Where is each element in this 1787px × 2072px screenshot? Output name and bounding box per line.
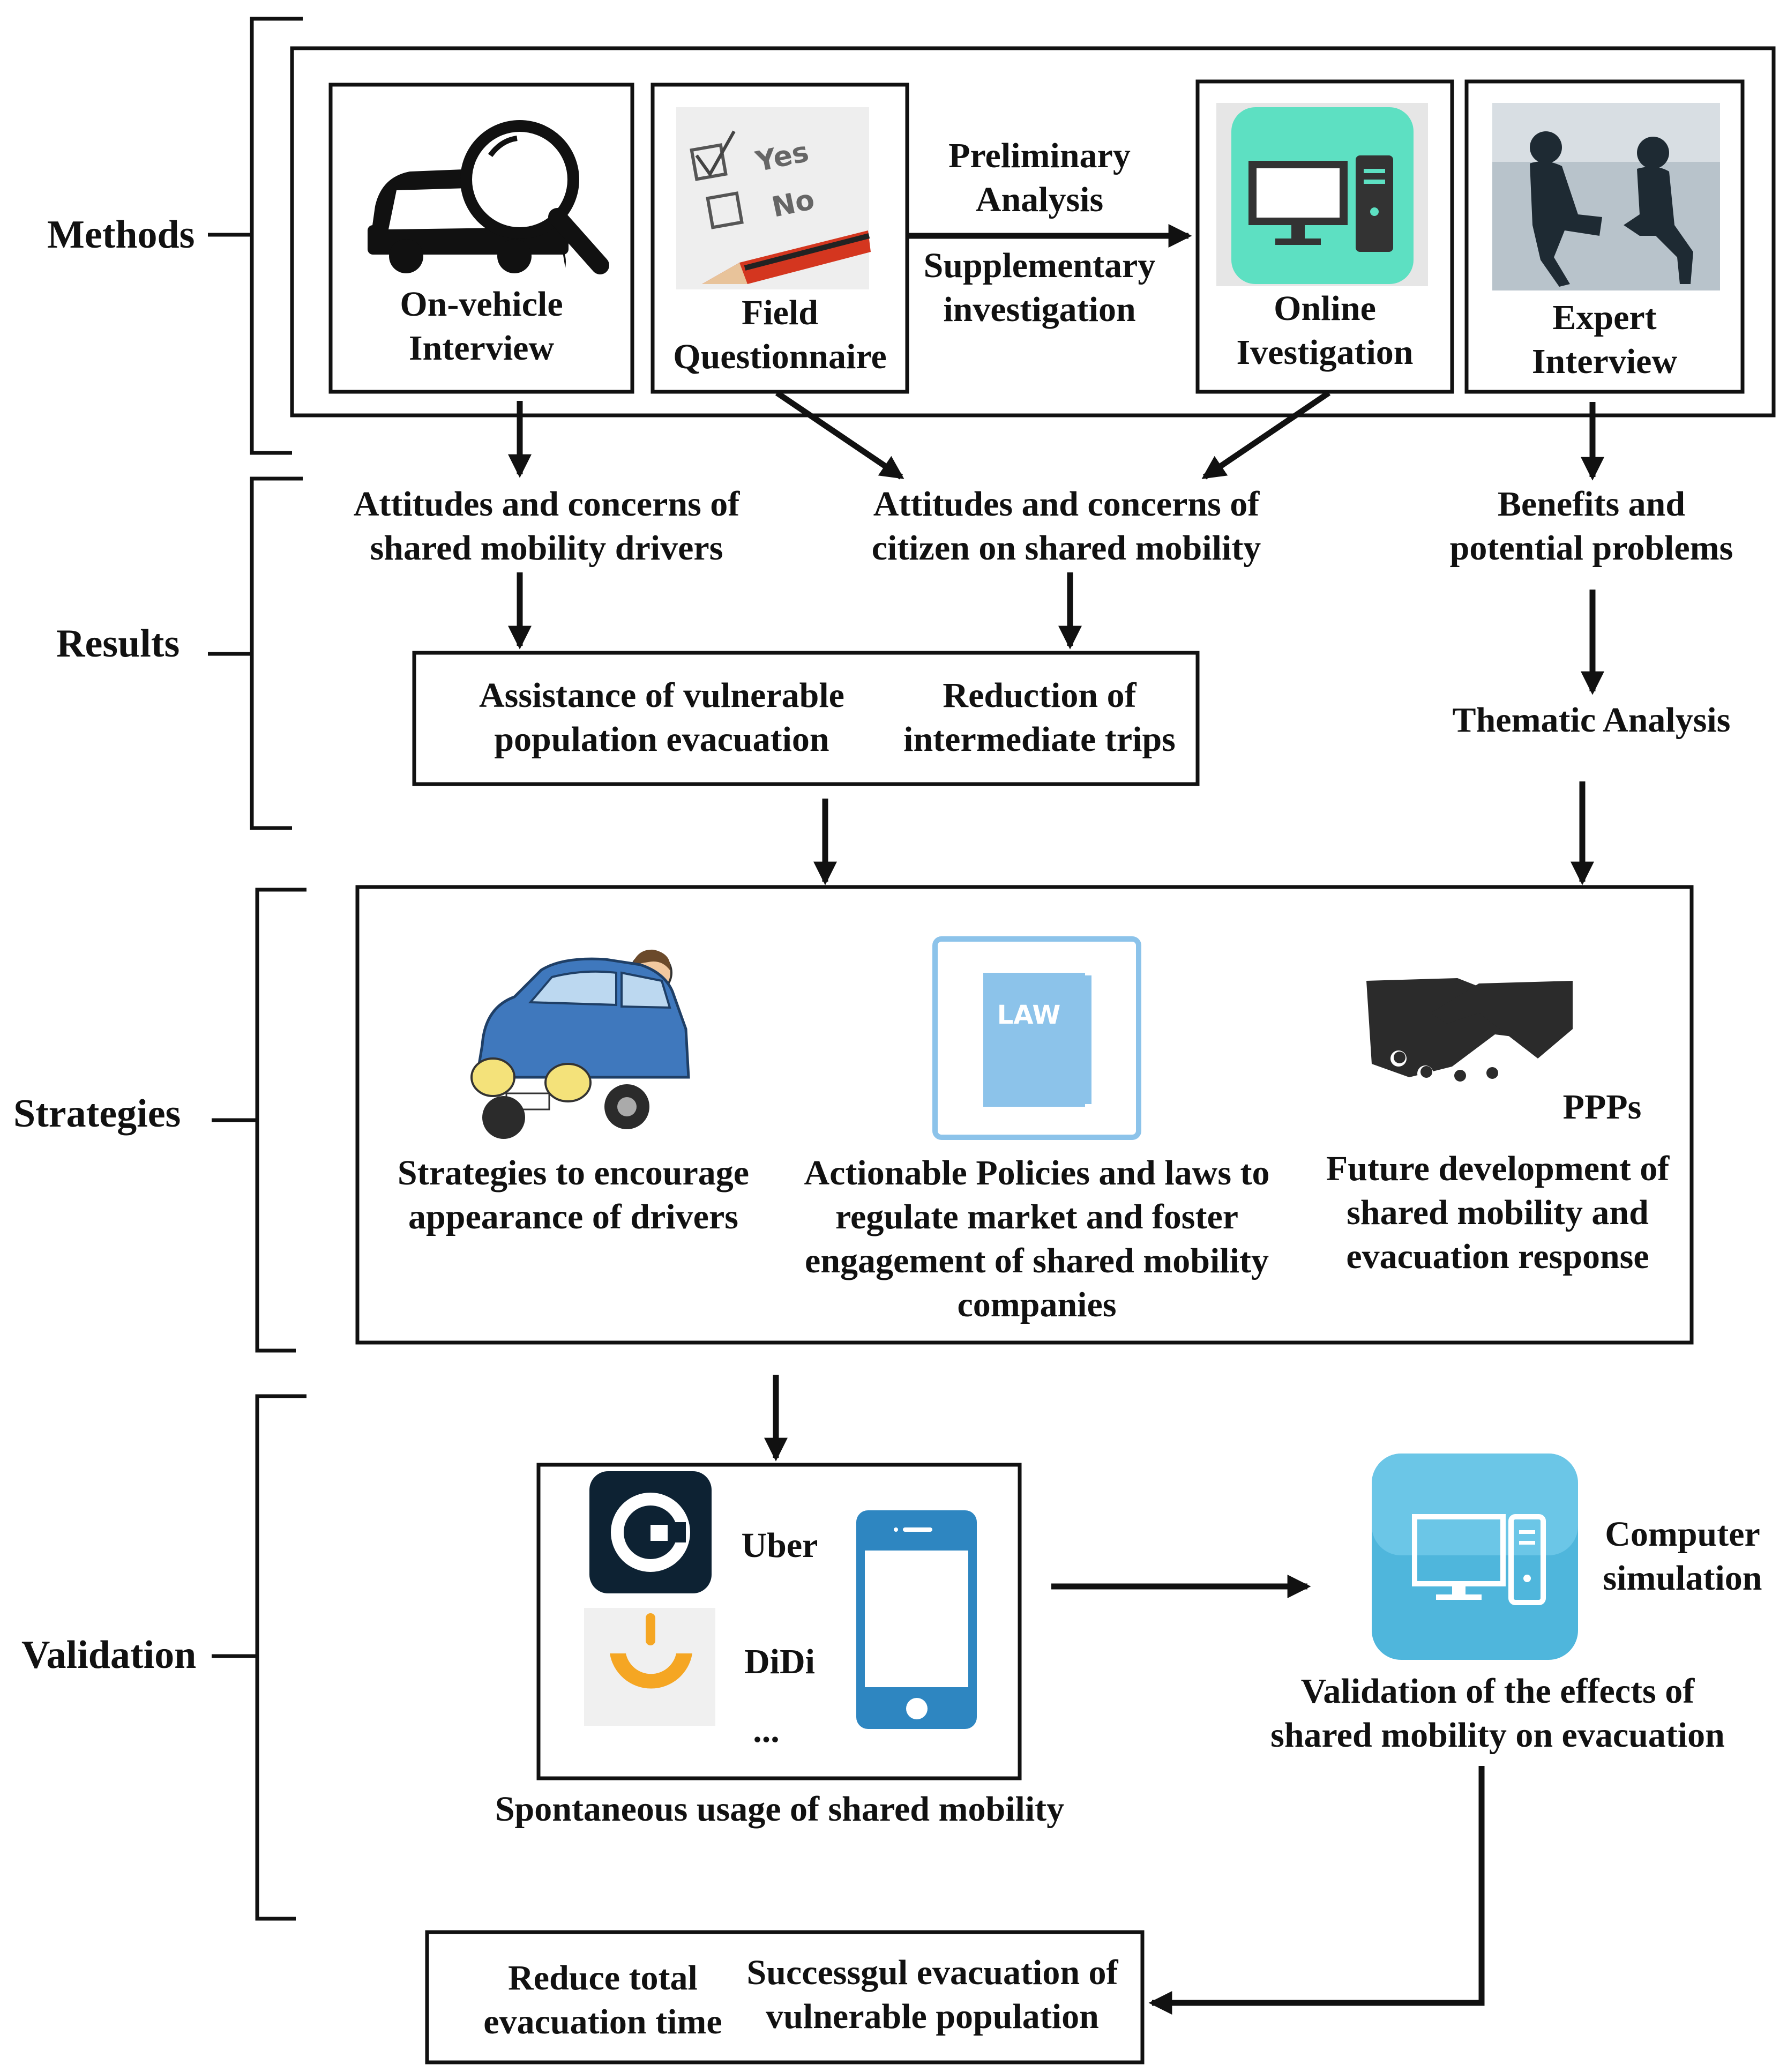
section-brackets — [208, 17, 306, 1921]
car-search-icon — [368, 120, 609, 274]
final-box — [425, 1930, 1145, 2064]
strategies-box — [355, 885, 1694, 1345]
validation-bracket — [255, 1394, 306, 1921]
strategies-bracket — [255, 888, 306, 1353]
results-section-title: Results — [56, 622, 180, 666]
on-vehicle-box — [328, 83, 634, 394]
methods-bracket — [250, 17, 303, 455]
expert-box — [1464, 79, 1745, 394]
uber-icon — [589, 1471, 712, 1593]
ppps-label: PPPs — [1562, 1087, 1642, 1127]
didi-icon — [584, 1608, 715, 1726]
more-apps-ellipsis: ... — [753, 1711, 780, 1750]
uber-label: Uber — [741, 1526, 818, 1565]
didi-label: DiDi — [744, 1642, 815, 1681]
law-book-icon: LAW — [932, 936, 1141, 1140]
computer-simulation-icon — [1372, 1454, 1578, 1660]
questionnaire-icon: Yes No — [676, 107, 871, 289]
computer-icon — [1216, 103, 1428, 286]
handshake-icon — [1366, 978, 1573, 1085]
methods-section-title: Methods — [47, 213, 195, 257]
results-bracket — [250, 476, 303, 830]
svg-text:LAW: LAW — [997, 1000, 1061, 1030]
strategies-section-title: Strategies — [13, 1092, 181, 1136]
validation-section-title: Validation — [21, 1633, 197, 1677]
spontaneous-usage-label: Spontaneous usage of shared mobility — [495, 1790, 1065, 1829]
arrows — [508, 224, 1604, 2015]
online-box — [1195, 79, 1454, 394]
car-driver-icon — [470, 949, 690, 1139]
thematic-analysis-label: Thematic Analysis — [1452, 700, 1731, 740]
apps-box — [536, 1463, 1022, 1780]
methods-outer-box — [290, 46, 1776, 418]
expert-interview-photo-icon — [1492, 103, 1720, 290]
smartphone-icon — [856, 1510, 977, 1729]
results-box — [412, 651, 1200, 786]
